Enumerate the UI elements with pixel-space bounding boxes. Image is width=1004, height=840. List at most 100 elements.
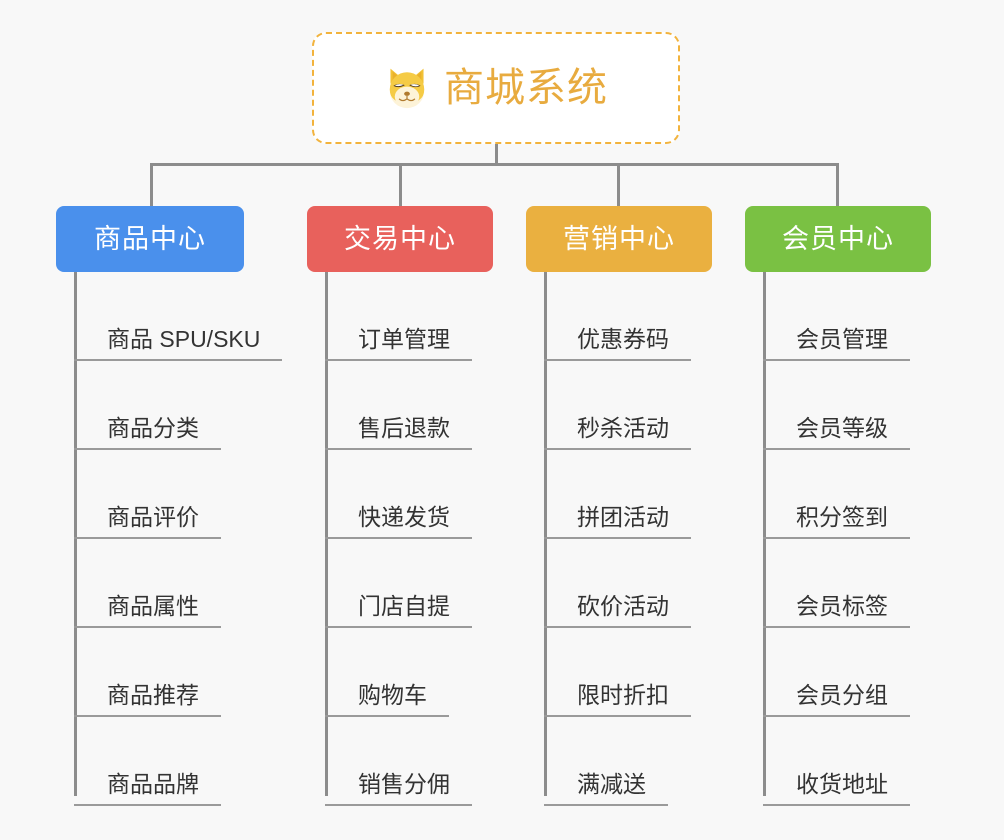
list-item[interactable]: 商品推荐 <box>56 628 282 717</box>
leaf-underline: 商品分类 <box>74 414 221 450</box>
list-item[interactable]: 秒杀活动 <box>526 361 712 450</box>
leaf-label: 门店自提 <box>358 592 450 619</box>
leaf-label: 商品属性 <box>107 592 199 619</box>
leaf-underline: 拼团活动 <box>544 503 691 539</box>
list-item[interactable]: 优惠券码 <box>526 272 712 361</box>
leaf-label: 商品品牌 <box>107 770 199 797</box>
leaf-label: 优惠券码 <box>577 325 669 352</box>
leaf-underline: 积分签到 <box>763 503 910 539</box>
leaf-label: 销售分佣 <box>358 770 450 797</box>
list-item[interactable]: 会员分组 <box>745 628 931 717</box>
list-item[interactable]: 砍价活动 <box>526 539 712 628</box>
category-column-trade-center: 交易中心订单管理售后退款快递发货门店自提购物车销售分佣 <box>307 206 493 806</box>
list-item[interactable]: 商品 SPU/SKU <box>56 272 283 361</box>
leaf-underline: 快递发货 <box>325 503 472 539</box>
leaf-label: 购物车 <box>358 681 427 708</box>
leaf-label: 会员管理 <box>796 325 888 352</box>
shiba-dog-icon <box>389 68 425 109</box>
leaf-label: 秒杀活动 <box>577 414 669 441</box>
list-item[interactable]: 会员管理 <box>745 272 931 361</box>
leaf-underline: 售后退款 <box>325 414 472 450</box>
list-item[interactable]: 商品属性 <box>56 539 282 628</box>
leaf-list-member-center: 会员管理会员等级积分签到会员标签会员分组收货地址 <box>745 272 931 806</box>
leaf-label: 商品推荐 <box>107 681 199 708</box>
leaf-label: 会员等级 <box>796 414 888 441</box>
leaf-underline: 订单管理 <box>325 325 472 361</box>
leaf-underline: 会员等级 <box>763 414 910 450</box>
leaf-underline: 砍价活动 <box>544 592 691 628</box>
leaf-label: 会员标签 <box>796 592 888 619</box>
column-spine-member-center <box>763 272 766 796</box>
leaf-underline: 收货地址 <box>763 770 910 806</box>
list-item[interactable]: 会员标签 <box>745 539 931 628</box>
leaf-list-trade-center: 订单管理售后退款快递发货门店自提购物车销售分佣 <box>307 272 493 806</box>
leaf-underline: 门店自提 <box>325 592 472 628</box>
leaf-label: 会员分组 <box>796 681 888 708</box>
list-item[interactable]: 满减送 <box>526 717 712 806</box>
leaf-underline: 商品评价 <box>74 503 221 539</box>
root-title: 商城系统 <box>444 66 608 110</box>
leaf-underline: 秒杀活动 <box>544 414 691 450</box>
leaf-underline: 满减送 <box>544 771 668 806</box>
leaf-list-marketing-center: 优惠券码秒杀活动拼团活动砍价活动限时折扣满减送 <box>526 272 712 806</box>
leaf-underline: 限时折扣 <box>544 681 691 717</box>
category-column-marketing-center: 营销中心优惠券码秒杀活动拼团活动砍价活动限时折扣满减送 <box>526 206 712 806</box>
leaf-underline: 商品属性 <box>74 592 221 628</box>
list-item[interactable]: 销售分佣 <box>307 717 493 806</box>
category-label: 交易中心 <box>344 223 456 254</box>
leaf-list-product-center: 商品 SPU/SKU 商品分类商品评价商品属性商品推荐商品品牌 <box>56 272 283 806</box>
category-label: 营销中心 <box>563 223 675 254</box>
list-item[interactable]: 购物车 <box>307 628 493 717</box>
category-box-trade-center[interactable]: 交易中心 <box>307 206 493 272</box>
list-item[interactable]: 快递发货 <box>307 450 493 539</box>
leaf-underline: 销售分佣 <box>325 770 472 806</box>
leaf-underline: 会员分组 <box>763 681 910 717</box>
category-box-member-center[interactable]: 会员中心 <box>745 206 931 272</box>
list-item[interactable]: 商品品牌 <box>56 717 282 806</box>
leaf-label: 收货地址 <box>796 770 888 797</box>
list-item[interactable]: 商品评价 <box>56 450 282 539</box>
connector-drop-product <box>150 163 153 208</box>
category-label: 会员中心 <box>782 223 894 254</box>
list-item[interactable]: 会员等级 <box>745 361 931 450</box>
list-item[interactable]: 订单管理 <box>307 272 493 361</box>
list-item[interactable]: 收货地址 <box>745 717 931 806</box>
list-item[interactable]: 商品分类 <box>56 361 282 450</box>
leaf-label: 商品分类 <box>107 414 199 441</box>
column-spine-marketing-center <box>544 272 547 796</box>
category-box-product-center[interactable]: 商品中心 <box>56 206 244 272</box>
connector-bus <box>150 163 839 166</box>
column-spine-trade-center <box>325 272 328 796</box>
leaf-label: 拼团活动 <box>577 503 669 530</box>
leaf-label: 砍价活动 <box>577 592 669 619</box>
leaf-label: 商品 SPU/SKU <box>107 325 261 352</box>
list-item[interactable]: 限时折扣 <box>526 628 712 717</box>
root-node[interactable]: 商城系统 <box>312 32 680 144</box>
category-box-marketing-center[interactable]: 营销中心 <box>526 206 712 272</box>
leaf-underline: 商品品牌 <box>74 770 221 806</box>
leaf-underline: 优惠券码 <box>544 325 691 361</box>
list-item[interactable]: 拼团活动 <box>526 450 712 539</box>
leaf-label: 订单管理 <box>358 325 450 352</box>
leaf-underline: 商品推荐 <box>74 681 221 717</box>
leaf-underline: 购物车 <box>325 681 449 717</box>
category-column-member-center: 会员中心会员管理会员等级积分签到会员标签会员分组收货地址 <box>745 206 931 806</box>
leaf-underline: 会员管理 <box>763 325 910 361</box>
leaf-underline: 会员标签 <box>763 592 910 628</box>
connector-root-stem <box>495 144 498 165</box>
category-label: 商品中心 <box>94 223 206 254</box>
list-item[interactable]: 售后退款 <box>307 361 493 450</box>
list-item[interactable]: 门店自提 <box>307 539 493 628</box>
leaf-label: 积分签到 <box>796 503 888 530</box>
leaf-label: 快递发货 <box>358 503 450 530</box>
connector-drop-marketing <box>617 163 620 208</box>
leaf-label: 限时折扣 <box>577 681 669 708</box>
leaf-underline: 商品 SPU/SKU <box>74 325 283 361</box>
leaf-label: 售后退款 <box>358 414 450 441</box>
list-item[interactable]: 积分签到 <box>745 450 931 539</box>
column-spine-product-center <box>74 272 77 796</box>
leaf-label: 商品评价 <box>107 503 199 530</box>
connector-drop-member <box>836 163 839 208</box>
category-column-product-center: 商品中心商品 SPU/SKU 商品分类商品评价商品属性商品推荐商品品牌 <box>56 206 283 806</box>
